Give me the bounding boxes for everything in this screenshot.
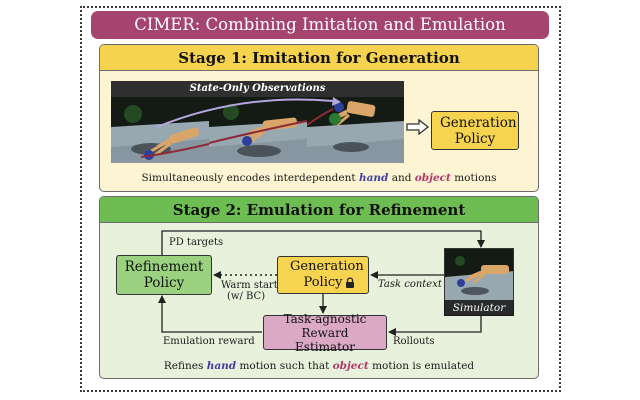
stage2-caption: Refines hand motion such that object mot… xyxy=(100,360,538,372)
warm-start-sub-label: (w/ BC) xyxy=(227,291,266,302)
observation-frame-3 xyxy=(307,97,404,163)
stage1-generation-policy-box: Generation Policy xyxy=(431,111,519,150)
caption-text: Simultaneously encodes interdependent xyxy=(141,172,359,184)
observations-label: State-Only Observations xyxy=(111,81,404,97)
stage2-heading: Stage 2: Emulation for Refinement xyxy=(100,197,538,223)
generation-policy-label: Generation Policy xyxy=(290,259,364,290)
hollow-arrow-icon xyxy=(406,119,430,135)
hand-trajectory-arc xyxy=(156,97,341,128)
pd-targets-label: PD targets xyxy=(169,237,224,248)
caption-text: motion is emulated xyxy=(368,360,475,372)
observation-frame-1 xyxy=(111,97,209,163)
simulator-label: Simulator xyxy=(444,300,514,316)
reward-estimator-label: Task-agnostic Reward Estimator xyxy=(283,311,367,354)
stage2-generation-policy-box: Generation Policy xyxy=(277,256,369,294)
caption-hand: hand xyxy=(358,172,389,184)
refinement-policy-label: Refinement Policy xyxy=(124,259,204,291)
caption-text: and xyxy=(388,172,415,184)
warm-start-label: Warm start xyxy=(221,280,278,291)
page-title: CIMER: Combining Imitation and Emulation xyxy=(91,11,549,39)
caption-hand: hand xyxy=(206,360,237,372)
stage1-caption: Simultaneously encodes interdependent ha… xyxy=(100,172,538,184)
caption-text: motions xyxy=(450,172,497,184)
caption-text: motion such that xyxy=(236,360,333,372)
emulation-reward-label: Emulation reward xyxy=(163,336,255,347)
task-context-label: Task context xyxy=(378,279,442,290)
observation-frame-2 xyxy=(209,97,307,163)
stage1-generation-policy-label: Generation Policy xyxy=(440,114,517,147)
rollouts-label: Rollouts xyxy=(393,336,435,347)
caption-text: Refines xyxy=(163,360,207,372)
caption-object: object xyxy=(414,172,451,184)
lock-icon xyxy=(346,277,354,288)
outer-dotted-frame xyxy=(80,6,561,392)
reward-estimator-box: Task-agnostic Reward Estimator xyxy=(263,312,387,354)
stage1-heading: Stage 1: Imitation for Generation xyxy=(100,45,538,71)
caption-object: object xyxy=(332,360,369,372)
refinement-policy-box: Refinement Policy xyxy=(116,255,212,295)
